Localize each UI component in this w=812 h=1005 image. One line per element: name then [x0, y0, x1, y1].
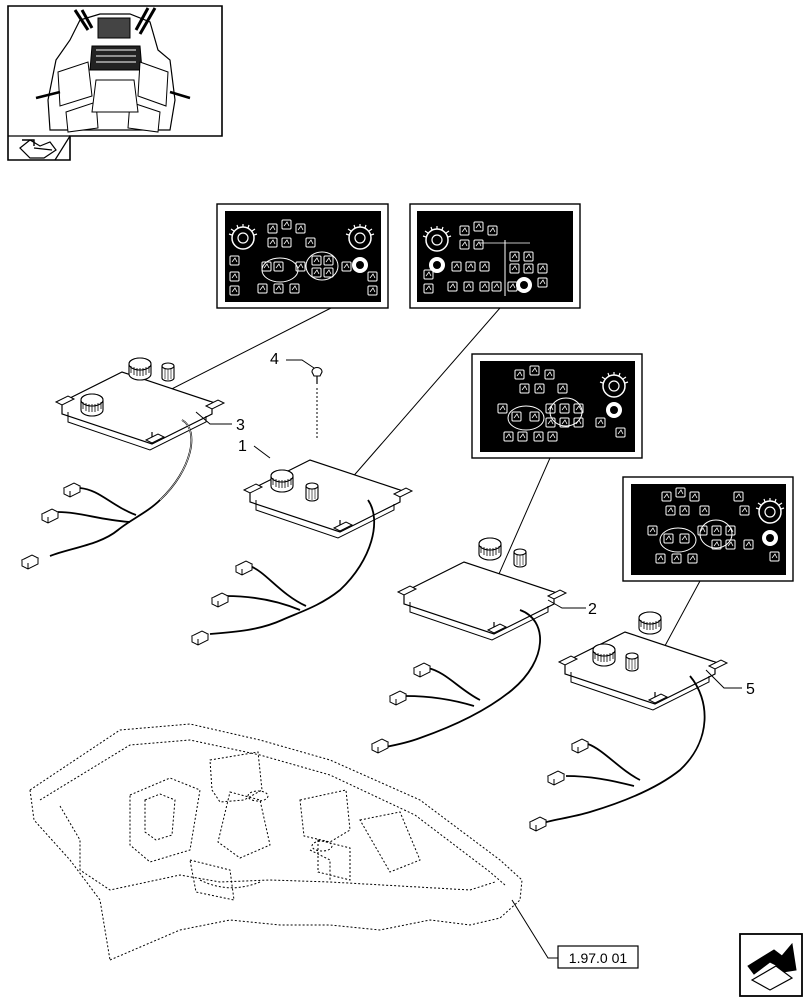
- control-unit-item-3: [21, 357, 225, 570]
- callout-item-3: 3: [236, 417, 245, 434]
- label-leader-lines: [149, 307, 701, 656]
- control-unit-item-2: [371, 537, 567, 754]
- control-unit-item-1: [191, 366, 413, 646]
- tractor-cab-thumbnail-icon: [7, 5, 223, 161]
- panel-label-item-1: [409, 203, 581, 309]
- panel-label-item-5: [622, 476, 794, 582]
- callout-item-5: 5: [746, 681, 755, 698]
- panel-label-item-3: [216, 203, 389, 309]
- callout-item-2: 2: [588, 601, 597, 618]
- callout-leaders: [195, 359, 742, 689]
- reference-label: 1.97.0 01: [569, 950, 628, 966]
- reference-link[interactable]: 1.97.0 01: [511, 899, 639, 969]
- pointing-hand-icon[interactable]: [19, 139, 57, 159]
- panel-label-item-2: [471, 353, 643, 459]
- control-unit-item-5: [529, 611, 728, 832]
- navigation-arrow-icon[interactable]: [739, 933, 803, 997]
- console-housing-reference: [29, 723, 523, 961]
- callout-item-1: 1: [238, 438, 247, 455]
- screw-item-4: [311, 366, 323, 440]
- callout-item-4: 4: [270, 351, 279, 368]
